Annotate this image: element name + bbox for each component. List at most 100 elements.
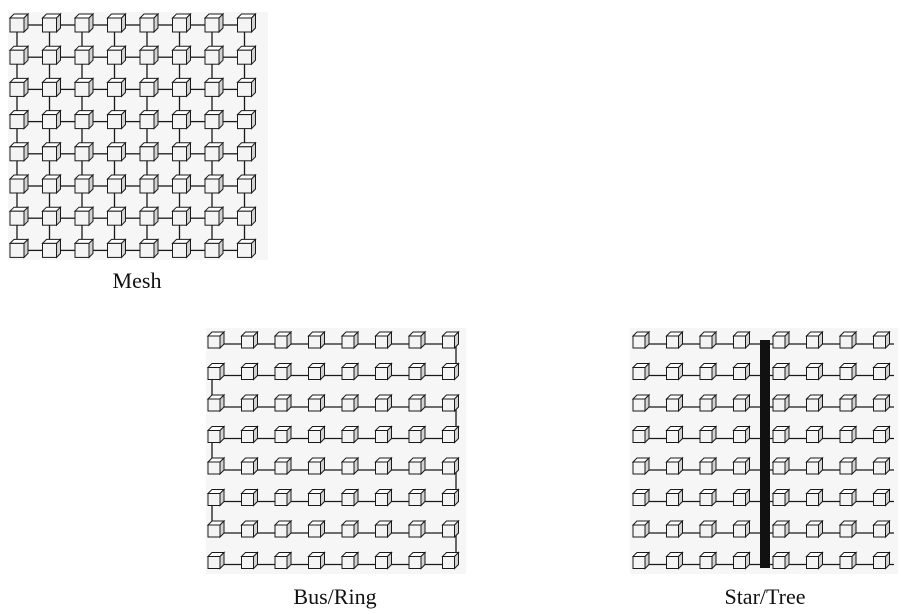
node-cube	[140, 111, 158, 129]
node-cube	[10, 207, 28, 225]
bus-ring-label: Bus/Ring	[293, 584, 376, 610]
node-cube	[238, 14, 256, 32]
node-cube	[208, 458, 224, 474]
node-cube	[75, 78, 93, 96]
node-cube	[376, 521, 392, 537]
node-cube	[773, 332, 789, 348]
node-cube	[734, 553, 750, 569]
node-cube	[734, 458, 750, 474]
mesh-network	[8, 12, 268, 260]
node-cube	[275, 521, 291, 537]
node-cube	[443, 395, 459, 411]
node-cube	[342, 553, 358, 569]
node-cube	[242, 364, 258, 380]
node-cube	[342, 458, 358, 474]
node-cube	[443, 490, 459, 506]
node-cube	[208, 427, 224, 443]
node-cube	[205, 143, 223, 161]
node-cube	[108, 78, 126, 96]
node-cube	[140, 78, 158, 96]
node-cube	[409, 364, 425, 380]
node-cube	[667, 395, 683, 411]
node-cube	[108, 239, 126, 257]
node-cube	[840, 364, 856, 380]
node-cube	[205, 46, 223, 64]
node-cube	[700, 427, 716, 443]
node-cube	[108, 175, 126, 193]
node-cube	[773, 364, 789, 380]
node-cube	[242, 490, 258, 506]
node-cube	[43, 78, 61, 96]
node-cube	[309, 553, 325, 569]
node-cube	[807, 553, 823, 569]
node-cube	[43, 46, 61, 64]
bus-ring-network	[206, 328, 466, 574]
node-cube	[43, 239, 61, 257]
node-cube	[342, 490, 358, 506]
node-cube	[807, 490, 823, 506]
node-cube	[633, 553, 649, 569]
node-cube	[43, 207, 61, 225]
node-cube	[275, 364, 291, 380]
node-cube	[10, 14, 28, 32]
node-cube	[376, 427, 392, 443]
node-cube	[173, 175, 191, 193]
node-cube	[734, 490, 750, 506]
node-cube	[173, 78, 191, 96]
node-cube	[205, 239, 223, 257]
node-cube	[409, 490, 425, 506]
node-cube	[275, 332, 291, 348]
node-cube	[874, 332, 890, 348]
node-cube	[633, 332, 649, 348]
node-cube	[108, 14, 126, 32]
node-cube	[874, 553, 890, 569]
node-cube	[807, 364, 823, 380]
node-cube	[75, 143, 93, 161]
node-cube	[10, 143, 28, 161]
node-cube	[376, 490, 392, 506]
node-cube	[342, 332, 358, 348]
node-cube	[443, 553, 459, 569]
node-cube	[208, 332, 224, 348]
node-cube	[376, 553, 392, 569]
node-cube	[734, 427, 750, 443]
node-cube	[242, 553, 258, 569]
node-cube	[43, 175, 61, 193]
node-cube	[773, 395, 789, 411]
node-cube	[409, 427, 425, 443]
node-cube	[275, 458, 291, 474]
node-cube	[208, 553, 224, 569]
node-cube	[75, 111, 93, 129]
node-cube	[108, 111, 126, 129]
node-cube	[376, 395, 392, 411]
node-cube	[205, 14, 223, 32]
node-cube	[667, 364, 683, 380]
node-cube	[409, 553, 425, 569]
node-cube	[667, 427, 683, 443]
node-cube	[443, 427, 459, 443]
node-cube	[108, 46, 126, 64]
node-cube	[238, 207, 256, 225]
node-cube	[309, 458, 325, 474]
node-cube	[874, 395, 890, 411]
node-cube	[108, 143, 126, 161]
node-cube	[700, 364, 716, 380]
node-cube	[633, 458, 649, 474]
node-cube	[309, 427, 325, 443]
node-cube	[173, 239, 191, 257]
node-cube	[205, 78, 223, 96]
node-cube	[242, 395, 258, 411]
node-cube	[874, 458, 890, 474]
node-cube	[208, 364, 224, 380]
node-cube	[409, 332, 425, 348]
node-cube	[238, 175, 256, 193]
star-tree-network	[630, 328, 898, 574]
node-cube	[773, 458, 789, 474]
node-cube	[840, 490, 856, 506]
node-cube	[773, 427, 789, 443]
node-cube	[275, 395, 291, 411]
node-cube	[874, 427, 890, 443]
node-cube	[242, 427, 258, 443]
node-cube	[342, 395, 358, 411]
node-cube	[43, 111, 61, 129]
